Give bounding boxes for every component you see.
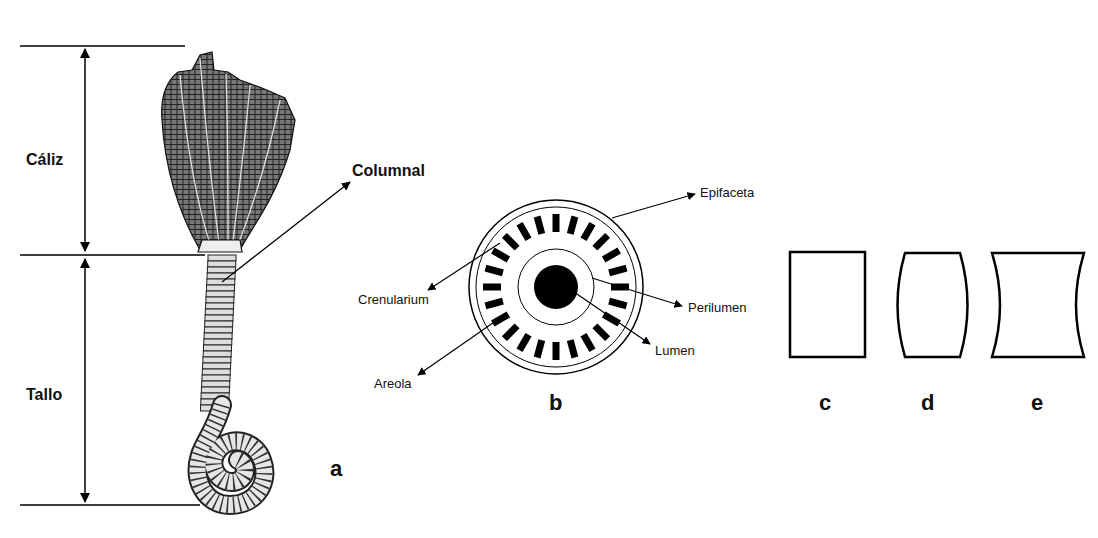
crenula bbox=[609, 301, 626, 306]
figure-letter: c bbox=[819, 392, 831, 414]
figure-letter: a bbox=[330, 458, 342, 480]
columnal-segment bbox=[203, 351, 231, 357]
figure-letter: e bbox=[1031, 392, 1043, 414]
crenula bbox=[553, 214, 560, 232]
leader-line bbox=[222, 182, 350, 282]
crenula bbox=[584, 335, 593, 351]
stem-coil bbox=[198, 405, 265, 505]
columnal-segment bbox=[205, 309, 233, 315]
crenula bbox=[504, 235, 517, 248]
columnal-segment bbox=[203, 363, 231, 369]
leader-lines bbox=[418, 194, 695, 375]
crenula bbox=[504, 326, 517, 339]
dimension-label: Cáliz bbox=[26, 152, 63, 168]
crenula bbox=[570, 340, 575, 357]
stem bbox=[201, 255, 237, 411]
crenula bbox=[520, 224, 529, 240]
columnal-segment bbox=[201, 387, 229, 393]
columnal-segment bbox=[202, 369, 230, 375]
columnal-segment bbox=[207, 279, 235, 285]
crenula bbox=[485, 268, 502, 273]
part-label: Crenularium bbox=[358, 293, 429, 306]
crenula bbox=[553, 342, 560, 360]
crenula bbox=[493, 251, 509, 260]
columnal-segment bbox=[207, 267, 235, 273]
figure-letter: d bbox=[921, 392, 934, 414]
crenula bbox=[537, 216, 542, 233]
crenula bbox=[604, 315, 620, 324]
crenula bbox=[595, 235, 608, 248]
crenula bbox=[493, 315, 509, 324]
columnal-segment bbox=[208, 255, 236, 261]
part-label: Lumen bbox=[655, 344, 695, 357]
crenula bbox=[485, 301, 502, 306]
crenula bbox=[595, 326, 608, 339]
columnal-segment bbox=[205, 315, 233, 321]
part-label: Epifaceta bbox=[700, 186, 754, 199]
columnal-segment bbox=[204, 327, 232, 333]
crenula bbox=[570, 216, 575, 233]
columnal-segment bbox=[204, 345, 232, 351]
columnal-profiles bbox=[790, 252, 1084, 357]
columnal-segment bbox=[207, 285, 235, 291]
calyx bbox=[162, 52, 295, 252]
crenula bbox=[537, 340, 542, 357]
crenula bbox=[604, 251, 620, 260]
columnal-segment bbox=[208, 261, 236, 267]
crenula bbox=[520, 335, 529, 351]
columnal-segment bbox=[202, 381, 230, 387]
columnal-segment bbox=[202, 375, 230, 381]
columnal-segment bbox=[203, 357, 231, 363]
columnal-facet bbox=[469, 200, 643, 374]
columnal-segment bbox=[206, 291, 234, 297]
columnal-segment bbox=[206, 297, 234, 303]
part-label: Areola bbox=[374, 377, 412, 390]
figure-letter: b bbox=[549, 392, 562, 414]
crenula bbox=[483, 284, 501, 291]
columnal-segment bbox=[205, 321, 233, 327]
dimension-label: Tallo bbox=[26, 387, 62, 403]
columnal-segment bbox=[206, 303, 234, 309]
crenula bbox=[584, 224, 593, 240]
part-label: Columnal bbox=[352, 163, 425, 179]
columnal-segment bbox=[207, 273, 235, 279]
columnal-segment bbox=[204, 339, 232, 345]
columnal-segment bbox=[204, 333, 232, 339]
crenula bbox=[609, 268, 626, 273]
part-label: Perilumen bbox=[688, 301, 747, 314]
